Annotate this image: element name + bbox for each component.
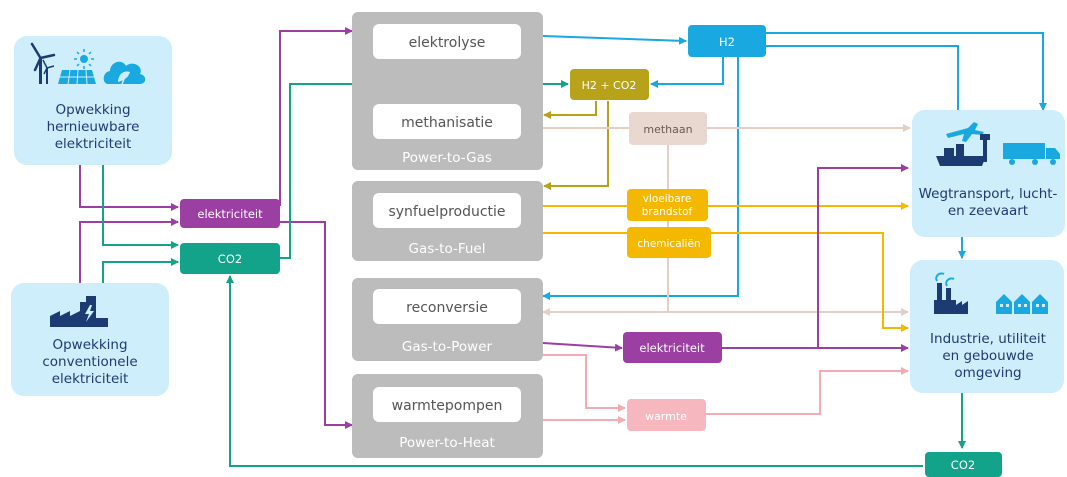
renewable-label-line2: hernieuwbare [47, 119, 140, 135]
carrier-co2-left-label: CO2 [218, 252, 242, 266]
group-label-power-to-heat: Power-to-Heat [399, 435, 495, 451]
connector-h2co2-to-synfuel [543, 101, 609, 190]
connector-electricity-to-electrolysis [279, 27, 353, 206]
group-label-gas-to-power: Gas-to-Power [402, 339, 493, 355]
connector-h2-to-transport-b [766, 45, 959, 110]
truck-icon [1003, 143, 1060, 165]
renewable-label-line1: Opwekking [55, 102, 130, 118]
connector-renewable-to-electricity [79, 165, 179, 211]
carrier-heat-label: warmte [645, 410, 687, 423]
connector-reconversion-to-electricity [542, 342, 623, 352]
carrier-liquid-fuel: vloeibare brandstof [627, 189, 708, 221]
carrier-heat: warmte [627, 399, 706, 431]
process-methanation: methanisatie [401, 115, 493, 131]
carrier-h2-co2-label: H2 + CO2 [582, 79, 637, 92]
group-label-gas-to-fuel: Gas-to-Fuel [409, 241, 486, 257]
connector-synfuel-to-chemicals [543, 232, 909, 332]
group-label-power-to-gas: Power-to-Gas [402, 150, 492, 166]
process-gas-to-power: reconversie Gas-to-Power [352, 278, 543, 361]
connector-co2-return [226, 275, 923, 467]
process-reconversion: reconversie [406, 300, 488, 316]
connector-conventional-to-co2 [102, 258, 179, 283]
carrier-h2-label: H2 [719, 35, 735, 49]
source-renewable: Opwekking hernieuwbare elektriciteit [14, 36, 172, 165]
sink-industry: Industrie, utiliteit en gebouwde omgevin… [910, 260, 1064, 393]
connector-heat-to-industry [706, 367, 909, 415]
carrier-electricity-mid: elektriciteit [623, 332, 722, 363]
process-power-to-gas: elektrolyse methanisatie Power-to-Gas [352, 12, 543, 170]
conventional-label-line3: elektriciteit [52, 371, 129, 387]
connector-electricity-to-transport [817, 164, 909, 348]
transport-label-line2: en zeevaart [948, 203, 1028, 219]
process-electrolysis: elektrolyse [409, 35, 486, 51]
carrier-electricity-left-label: elektriciteit [197, 207, 263, 221]
carrier-liquid-fuel-line1: vloeibare [643, 193, 692, 205]
airplane-icon [946, 122, 984, 142]
carrier-h2-co2: H2 + CO2 [570, 69, 649, 100]
process-heatpumps: warmtepompen [392, 398, 503, 414]
wind-turbine-icon [30, 42, 56, 84]
connector-conventional-to-electricity [79, 218, 179, 283]
power-plant-icon [50, 296, 108, 327]
carrier-co2-bottom: CO2 [925, 452, 1002, 477]
process-synfuel: synfuelproductie [388, 204, 505, 220]
factory-icon [934, 272, 968, 314]
carrier-methane: methaan [629, 112, 707, 145]
connector-h2-to-h2co2 [650, 57, 724, 88]
transport-label-line1: Wegtransport, lucht- [919, 186, 1058, 202]
industry-label-line1: Industrie, utiliteit [930, 331, 1046, 347]
carrier-h2: H2 [688, 25, 766, 57]
industry-label-line3: omgeving [954, 365, 1021, 381]
conventional-label-line1: Opwekking [52, 337, 127, 353]
carrier-methane-label: methaan [643, 123, 692, 136]
process-power-to-heat: warmtepompen Power-to-Heat [352, 374, 543, 458]
houses-icon [996, 294, 1048, 314]
connector-h2co2-to-methanation [543, 101, 597, 119]
connector-electrolysis-to-h2 [542, 35, 687, 45]
carrier-chemicals-label: chemicaliën [637, 238, 700, 250]
connector-reconversion-to-heat [543, 354, 626, 412]
sink-transport: Wegtransport, lucht- en zeevaart [912, 110, 1065, 237]
industry-label-line2: en gebouwde [942, 348, 1033, 364]
carrier-electricity-mid-label: elektriciteit [639, 341, 705, 355]
connectors [79, 27, 1047, 467]
solar-panel-icon [58, 49, 96, 85]
connector-h2-to-reconversion [542, 57, 739, 300]
carrier-electricity-left: elektriciteit [180, 199, 280, 228]
connector-h2-to-transport-a [766, 32, 1047, 111]
process-gas-to-fuel: synfuelproductie Gas-to-Fuel [352, 181, 543, 261]
renewable-label-line3: elektriciteit [55, 136, 132, 152]
ship-icon [936, 134, 990, 166]
carrier-chemicals: chemicaliën [627, 227, 711, 258]
carrier-co2-left: CO2 [180, 243, 280, 274]
connector-renewable-to-co2 [102, 165, 179, 249]
carrier-co2-bottom-label: CO2 [951, 458, 975, 472]
connector-electricity-to-heatpumps [280, 221, 353, 429]
carrier-liquid-fuel-line2: brandstof [642, 206, 693, 218]
source-conventional: Opwekking conventionele elektriciteit [11, 283, 169, 396]
conventional-label-line2: conventionele [42, 354, 137, 370]
biomass-icon [103, 61, 146, 85]
